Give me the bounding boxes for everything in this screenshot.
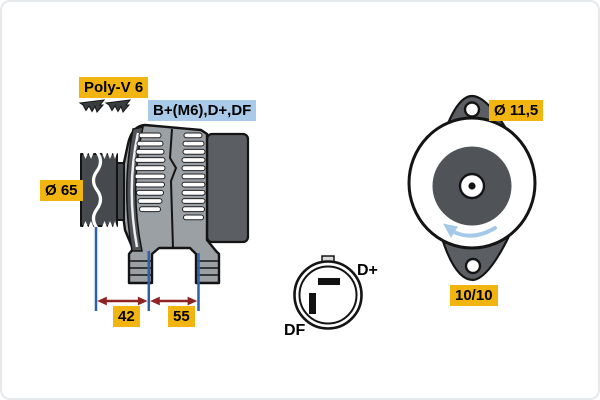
housing-seam [168,128,178,249]
pulley [80,151,125,229]
connector-housing-outer [293,260,363,330]
vent-slots-rear [181,132,206,221]
rear-cover [205,132,250,244]
terminals-label: B+(M6),D+,DF [148,100,257,121]
dimension-annotations [94,227,200,311]
dimension-arrow-42 [97,296,148,306]
pulley-grooves [83,153,117,227]
dimension-arrow-55 [150,296,198,306]
connector-pin-dplus [318,278,340,285]
mounting-hole-diameter-label: Ø 11,5 [489,100,544,121]
pulley-diameter-label: Ø 65 [40,180,83,201]
alternator-side-view [80,123,250,285]
alternator-rear-view [407,94,537,282]
mounting-hole-bottom [464,257,482,275]
connector-detail [293,255,363,330]
rotation-direction-icon [443,223,497,238]
front-bracket-highlight [130,132,140,248]
break-line [91,151,103,229]
connector-terminal-df-label: DF [284,322,306,339]
mounting-hole-top [463,101,481,118]
vent-slots-front [134,132,166,213]
shaft-center [468,182,476,190]
belt-cross-section-icon [78,99,132,113]
belt-type-label: Poly-V 6 [79,77,149,98]
connector-housing-inner [298,265,358,325]
connector-pin-df [309,293,316,314]
rating-label: 10/10 [450,285,498,306]
dimension-42-label: 42 [113,306,140,327]
dimension-55-label: 55 [168,306,195,327]
connector-terminal-dplus-label: D+ [357,262,378,279]
